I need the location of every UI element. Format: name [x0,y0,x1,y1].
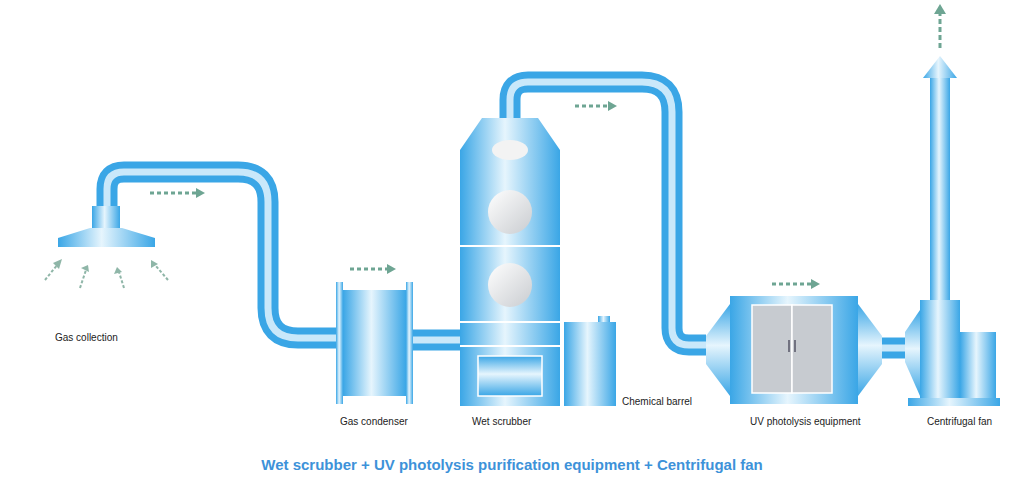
equipment-label: Centrifugal fan [927,416,992,428]
equipment-node: Gas collection [58,206,156,248]
equipment-node: Wet scrubber [460,118,560,406]
barrel [564,316,616,406]
pipe-connector [350,264,460,340]
pipe-connector [510,82,706,345]
equipment-node: Centrifugal fan [905,300,1000,406]
caption: Wet scrubber + UV photolysis purificatio… [0,456,1024,473]
equipment-label: Wet scrubber [472,416,531,428]
pipe-connector [107,172,336,338]
equipment-node: UV photolysis equipment [706,296,882,404]
equipment-label: Chemical barrel [622,396,692,408]
fan [905,4,1000,406]
equipment-label: Gas collection [55,332,118,344]
pipe-connector [772,279,905,348]
equipment-label: Gas condenser [340,416,408,428]
equipment-node: Chemical barrel [564,316,616,406]
equipment-node: Gas condenser [336,282,413,404]
condenser [336,282,413,404]
hood [45,206,168,288]
uv-unit [706,296,882,404]
scrubber [460,118,560,406]
equipment-label: UV photolysis equipment [750,416,861,428]
